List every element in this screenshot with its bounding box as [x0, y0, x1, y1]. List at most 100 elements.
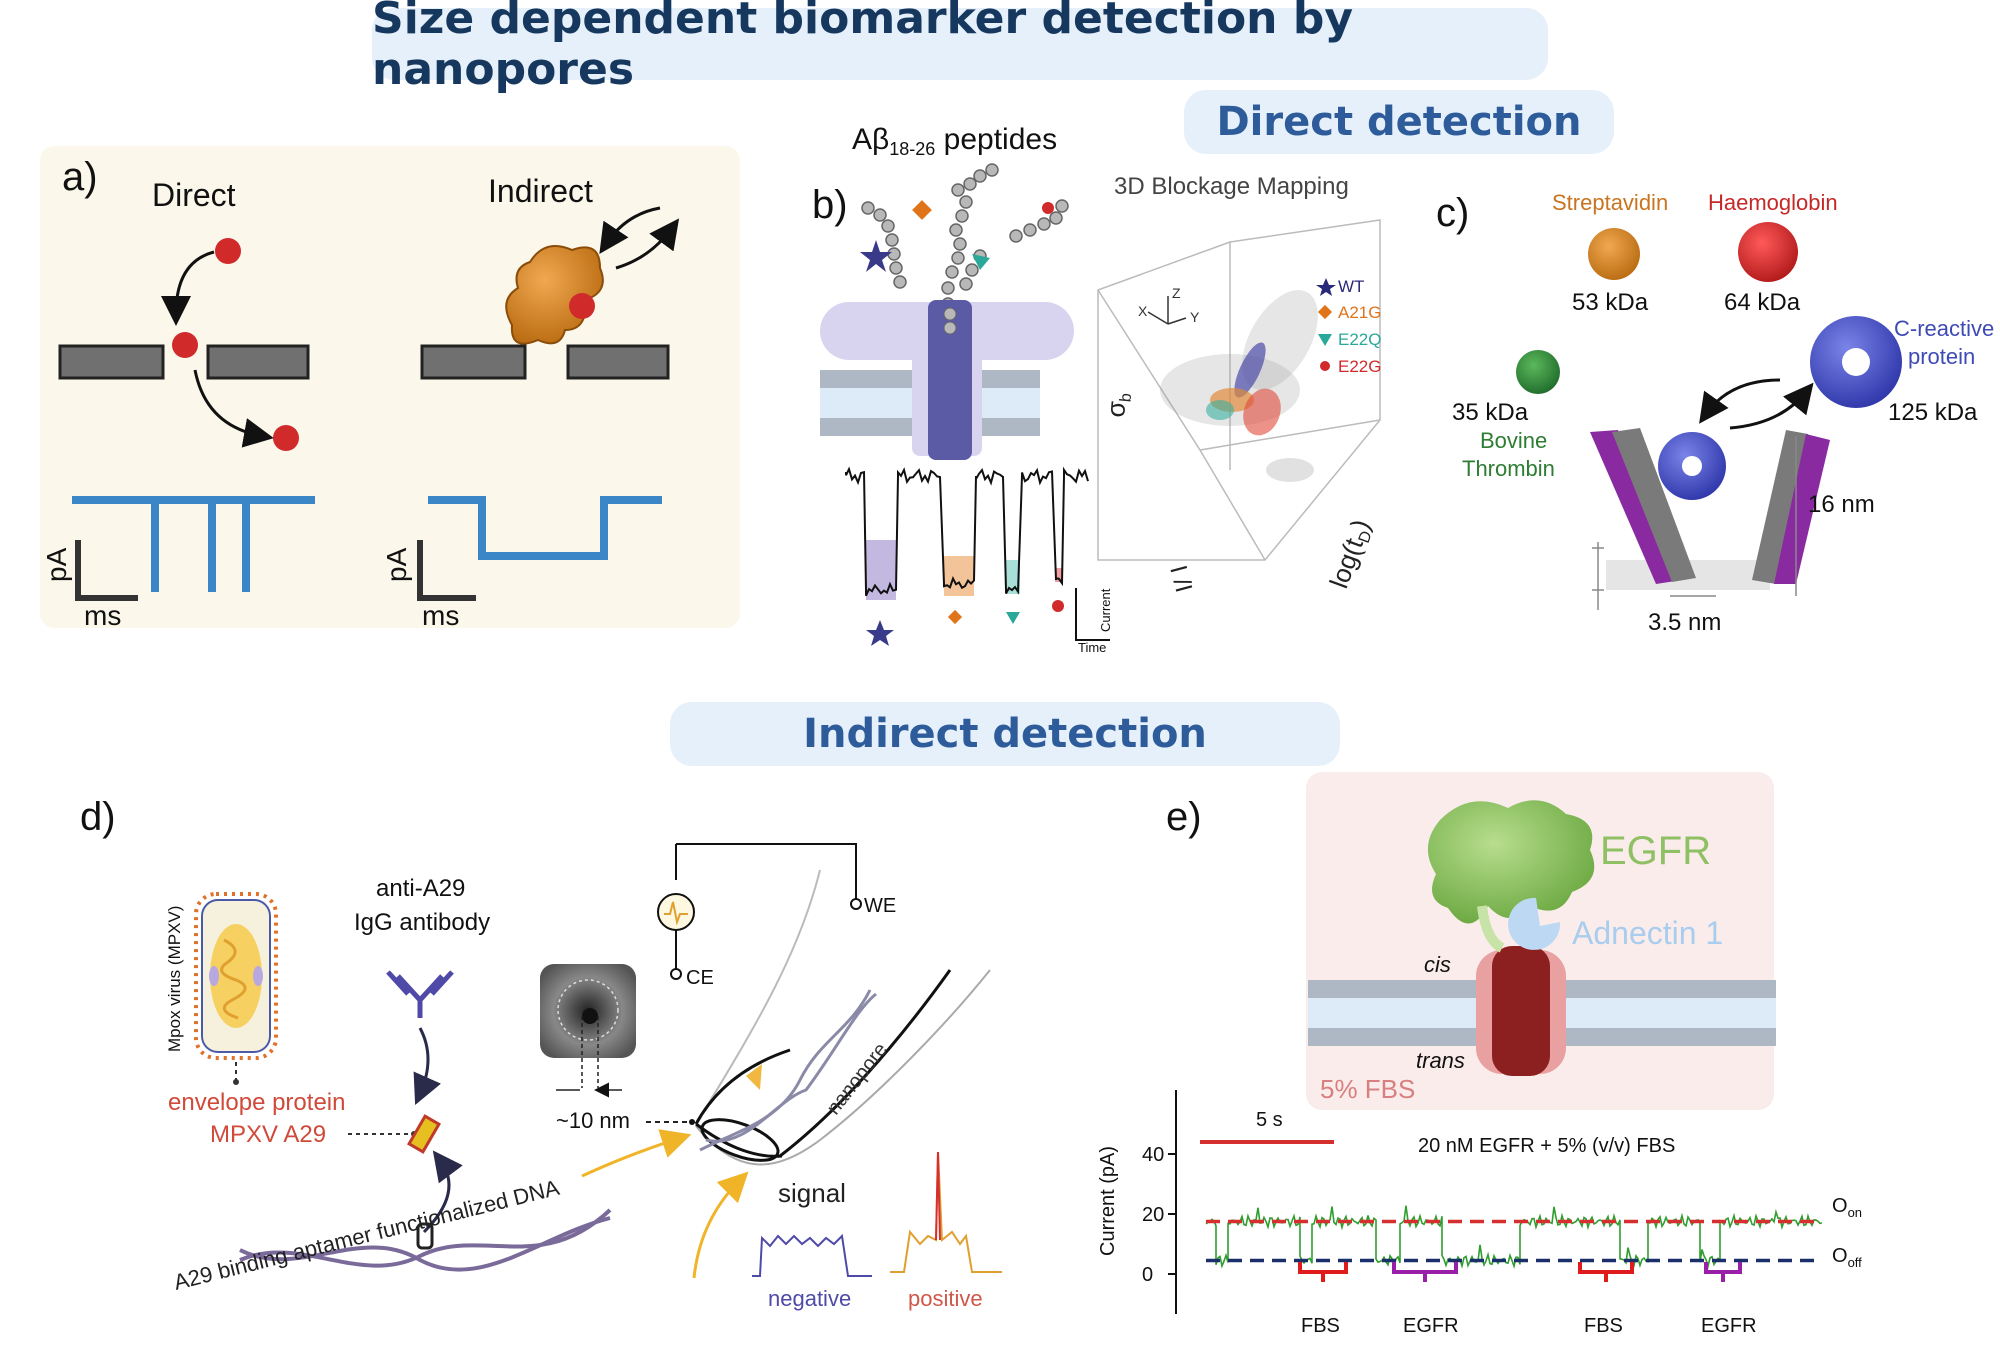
analyte-after — [273, 425, 299, 451]
e-y-axis-label: Current (pA) — [1097, 1146, 1119, 1256]
e-y-tick-label: 20 — [1142, 1204, 1164, 1226]
indirect-trace — [428, 496, 662, 560]
aptamer-hairpin — [416, 1222, 434, 1250]
adnectin-label: Adnectin 1 — [1572, 915, 1723, 951]
receptor-protein — [505, 245, 604, 345]
pore-height-label: 16 nm — [1808, 491, 1875, 518]
panel-c-letter: c) — [1436, 191, 1469, 235]
event-bracket — [1392, 1262, 1458, 1282]
o-off-label: Ooff — [1832, 1245, 1862, 1270]
dna-in-pore — [699, 989, 877, 1152]
ce-electrode-label: CE — [686, 967, 714, 989]
pore-size-label: ~10 nm — [556, 1108, 630, 1133]
e-y-tick-label: 40 — [1142, 1144, 1164, 1166]
o-on-label: Oon — [1832, 1195, 1862, 1220]
e22g-circle-label — [1052, 600, 1064, 612]
panel-a: a) Direct Indirect pA ms pA ms — [40, 146, 740, 631]
antibody-label-1: anti-A29 — [376, 875, 465, 902]
streptavidin-mass: 53 kDa — [1572, 289, 1649, 316]
axis-sigma-label: σb — [1100, 391, 1135, 419]
axis-ratio-label: I /I — [1164, 563, 1197, 596]
b-scale-bar — [1075, 588, 1110, 641]
thrombin-label-1: Bovine — [1480, 428, 1547, 453]
e22q-triangle-label — [1006, 612, 1020, 624]
crp-mass: 125 kDa — [1888, 399, 1978, 426]
crp-label-1: C-reactive — [1894, 316, 1994, 341]
igg-antibody — [386, 970, 454, 1018]
panel-b-trace — [845, 466, 1089, 600]
time-scale-label: 5 s — [1256, 1109, 1283, 1131]
arrow-yellow-1 — [581, 1129, 692, 1178]
a29-label: MPXV A29 — [210, 1121, 326, 1148]
analyte-in-pore — [172, 332, 198, 358]
mpox-virus — [194, 892, 278, 1060]
streptavidin-label: Streptavidin — [1552, 190, 1668, 215]
peptide-chains — [861, 163, 1069, 311]
arrow-yellow-2 — [692, 1171, 749, 1279]
direct-x-unit: ms — [84, 600, 121, 631]
b-scale-current: Current — [1098, 588, 1113, 632]
indirect-scale-bar — [417, 540, 476, 601]
panel-c: c) Streptavidin Haemoglobin 53 kDa 64 kD… — [1436, 190, 1994, 636]
panel-e: e) EGFR Adnectin 1 cis trans 5% FBS 4020… — [1097, 772, 1862, 1337]
event-label: FBS — [1301, 1315, 1340, 1337]
indirect-x-unit: ms — [422, 600, 459, 631]
3d-axis-triad — [1147, 296, 1187, 325]
event-label: EGFR — [1403, 1315, 1459, 1337]
haemoglobin-structure — [1738, 222, 1798, 282]
thrombin-mass: 35 kDa — [1452, 399, 1529, 426]
map-title: 3D Blockage Mapping — [1114, 173, 1349, 200]
haemoglobin-label: Haemoglobin — [1708, 190, 1838, 215]
arrow-entry — [161, 250, 215, 326]
thrombin-label-2: Thrombin — [1462, 456, 1555, 481]
direct-membrane-right — [206, 344, 310, 380]
panel-e-letter: e) — [1166, 795, 1202, 839]
3d-axes-box — [1097, 219, 1381, 561]
e22q-triangle-marker — [972, 254, 990, 270]
we-electrode-label: WE — [864, 895, 896, 917]
direct-detection-title: Direct detection — [1216, 99, 1582, 145]
crp-label-2: protein — [1908, 344, 1975, 369]
arrow-from-pore — [1729, 382, 1814, 430]
title-banner: Size dependent biomarker detection by na… — [372, 0, 1548, 95]
nanopipette — [694, 869, 991, 1166]
panel-b: b) Aβ18-26 peptides — [812, 123, 1381, 655]
legend: WT A21G E22Q E22G — [1316, 277, 1381, 376]
event-label: FBS — [1584, 1315, 1623, 1337]
axis-x-label: X — [1138, 303, 1148, 319]
envelope-protein-label: envelope protein — [168, 1089, 345, 1116]
event-bracket — [1578, 1262, 1634, 1282]
e-pore-inner — [1492, 946, 1550, 1076]
indirect-membrane-right — [566, 344, 670, 380]
arrow-to-pore — [1699, 378, 1781, 424]
peptides-label: Aβ18-26 peptides — [852, 123, 1057, 159]
pore-channel — [928, 300, 972, 460]
axis-logt-label: log(tD) — [1323, 515, 1378, 593]
e22g-circle-marker — [1042, 202, 1054, 214]
fbs-condition-label: 5% FBS — [1320, 1074, 1415, 1104]
direct-y-unit: pA — [41, 547, 72, 582]
figure-title: Size dependent biomarker detection by na… — [372, 0, 1353, 95]
arrow-antibody — [413, 1027, 442, 1105]
direct-trace — [72, 496, 315, 592]
signal-label: signal — [778, 1178, 846, 1208]
legend-wt: WT — [1338, 277, 1364, 296]
event-bracket — [1704, 1262, 1742, 1282]
aptamer-label: A29 binding aptamer functionalized DNA — [171, 1175, 562, 1295]
legend-a21g: A21G — [1338, 303, 1381, 322]
pore-width-label: 3.5 nm — [1648, 609, 1721, 636]
panel-a-letter: a) — [62, 155, 98, 199]
indirect-label: Indirect — [488, 173, 593, 209]
legend-e22q: E22Q — [1338, 330, 1381, 349]
positive-label: positive — [908, 1286, 983, 1311]
event-bracket — [1298, 1262, 1348, 1282]
axis-y-label: Y — [1190, 309, 1200, 325]
analyte-before — [215, 238, 241, 264]
positive-signal-trace — [890, 1151, 1002, 1273]
wt-star-label — [866, 620, 894, 646]
arrow-unbind — [615, 218, 680, 270]
streptavidin-structure — [1588, 228, 1640, 280]
bound-analyte — [569, 293, 595, 319]
arrow-exit — [193, 369, 274, 448]
